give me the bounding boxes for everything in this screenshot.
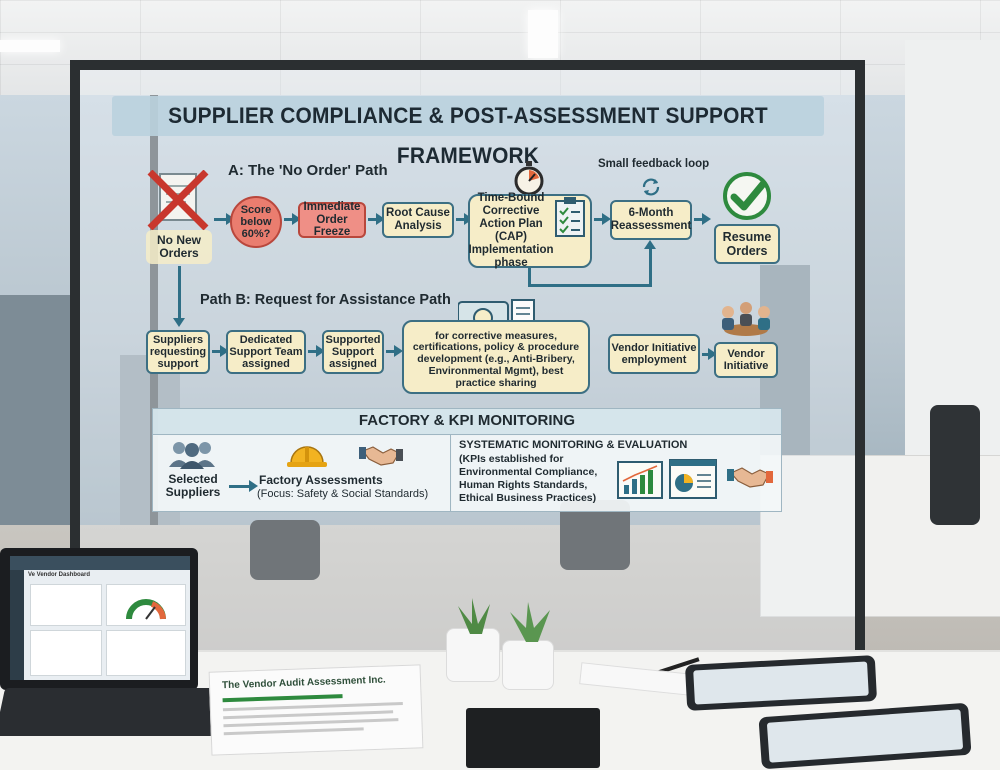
- laptop-display: Ve Vendor Dashboard: [10, 556, 190, 680]
- kpi-line: Ethical Business Practices): [459, 492, 597, 504]
- supported-assigned-box: Supported Support assigned: [322, 330, 384, 374]
- arrow: [212, 345, 229, 357]
- office-chair: [250, 520, 320, 580]
- tablet-screen: [766, 709, 964, 763]
- stopwatch-icon: [514, 161, 544, 196]
- reassessment-box: 6-Month Reassessment: [610, 200, 692, 240]
- resume-orders-box: Resume Orders: [714, 224, 780, 264]
- systematic-panel: SYSTEMATIC MONITORING & EVALUATION (KPIs…: [450, 434, 782, 512]
- window-mullion: [150, 95, 158, 525]
- handshake-icon: [359, 446, 403, 466]
- laptop: Ve Vendor Dashboard: [0, 548, 198, 690]
- arrow: [594, 213, 611, 225]
- report-title: The Vendor Audit Assessment Inc.: [221, 674, 386, 692]
- laptop-header-label: Ve Vendor Dashboard: [28, 572, 91, 578]
- assessment-report: The Vendor Audit Assessment Inc.: [208, 664, 424, 756]
- path-b-heading: Path B: Request for Assistance Path: [200, 292, 451, 308]
- ceiling: [0, 0, 1000, 95]
- handshake-icon: [727, 467, 773, 488]
- factory-assessments-title: Factory Assessments: [259, 473, 383, 487]
- team-meeting-icon: [722, 302, 770, 336]
- path-b-arrow-tip: [173, 318, 185, 327]
- office-chair: [930, 405, 980, 525]
- gauge-panel: [106, 584, 186, 626]
- monitoring-header: FACTORY & KPI MONITORING: [152, 408, 782, 436]
- path-b-connector: [178, 266, 181, 320]
- hard-hat-icon: [287, 446, 327, 467]
- pie-chart-icon: [669, 459, 717, 499]
- vendor-initiative-box: Vendor Initiative: [714, 342, 778, 378]
- arrow: [229, 480, 258, 492]
- succulent-plant: [458, 598, 550, 642]
- suppliers-requesting-box: Suppliers requesting support: [146, 330, 210, 374]
- dedicated-team-box: Dedicated Support Team assigned: [226, 330, 306, 374]
- plant-pot: [502, 640, 554, 690]
- arrow: [694, 213, 711, 225]
- feedback-loop-line: [528, 268, 531, 286]
- arrow: [368, 213, 385, 225]
- list-panel: [106, 630, 186, 676]
- arrow: [386, 345, 403, 357]
- feedback-arrow-tip: [644, 240, 656, 249]
- feedback-loop-line: [649, 246, 652, 287]
- corrective-measures-box: for corrective measures, certifications,…: [402, 320, 590, 394]
- crossed-document-icon: [147, 170, 209, 231]
- arrow: [214, 213, 235, 225]
- glass-frame: [70, 60, 865, 658]
- wall: [905, 40, 1000, 470]
- selected-suppliers-label: Selected Suppliers: [165, 472, 221, 500]
- no-new-orders-box: No New Orders: [146, 230, 212, 264]
- factory-assessments-focus: (Focus: Safety & Social Standards): [257, 488, 429, 500]
- vendor-employment-box: Vendor Initiative employment: [608, 334, 700, 374]
- diagram-title: SUPPLIER COMPLIANCE & POST-ASSESSMENT SU…: [168, 103, 768, 168]
- feedback-loop-line: [528, 284, 652, 287]
- title-bar: SUPPLIER COMPLIANCE & POST-ASSESSMENT SU…: [112, 96, 824, 168]
- kpi-line: Environmental Compliance,: [459, 466, 598, 478]
- ceiling-light: [0, 40, 60, 52]
- people-group-icon: [169, 442, 215, 469]
- clipboard-checklist-icon: [555, 197, 585, 237]
- framework-diagram: SUPPLIER COMPLIANCE & POST-ASSESSMENT SU…: [108, 90, 828, 520]
- systematic-title: SYSTEMATIC MONITORING & EVALUATION: [459, 439, 688, 451]
- sidebar: [10, 570, 24, 680]
- arrow: [308, 345, 325, 357]
- dashboard-panel: [30, 584, 102, 626]
- arrow: [702, 348, 717, 360]
- monitoring-heading: FACTORY & KPI MONITORING: [358, 412, 576, 429]
- checkmark-icon: [723, 172, 771, 220]
- score-check-circle: Score below 60%?: [230, 196, 282, 248]
- gauge-icon: [126, 599, 166, 620]
- ceiling-light: [528, 10, 558, 58]
- list-panel: [30, 630, 102, 676]
- laptop-keyboard: [0, 688, 234, 736]
- laptop-header: [10, 556, 190, 570]
- factory-panel: Selected Suppliers Factory Assessments (…: [152, 434, 452, 512]
- root-cause-box: Root Cause Analysis: [382, 202, 454, 238]
- notebook: [466, 708, 600, 768]
- kpi-line: Human Rights Standards,: [459, 479, 588, 491]
- arrow: [284, 213, 301, 225]
- plant-pot: [446, 628, 500, 682]
- tablet-screen: [693, 661, 869, 705]
- feedback-loop-label: Small feedback loop: [598, 158, 710, 170]
- path-a-heading: A: The 'No Order' Path: [228, 162, 388, 179]
- arrow: [456, 213, 473, 225]
- order-freeze-box: Immediate Order Freeze: [298, 201, 366, 238]
- refresh-icon: [642, 178, 660, 196]
- bar-chart-icon: [617, 461, 663, 499]
- kpi-line: (KPIs established for: [459, 453, 564, 465]
